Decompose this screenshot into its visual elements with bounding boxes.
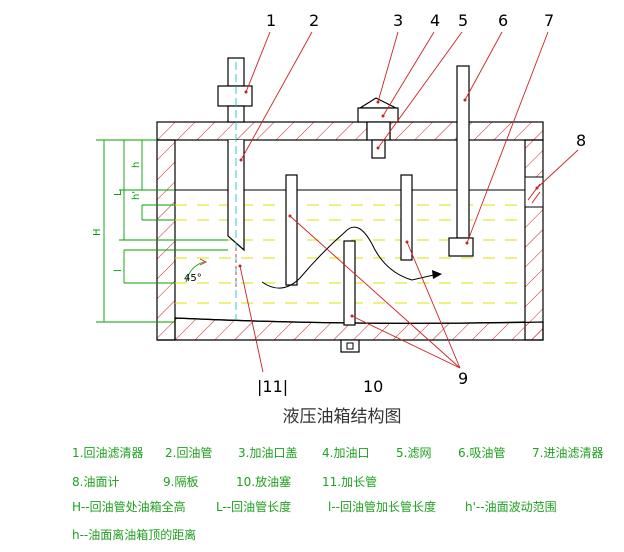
leader-lines xyxy=(239,31,579,373)
part-number-5: 5 xyxy=(458,11,468,30)
dimension-h-prime: h' xyxy=(131,191,142,200)
legend-item: 3.加油口盖 xyxy=(238,446,297,460)
drain-plug xyxy=(340,339,360,353)
part-number-2: 2 xyxy=(309,11,319,30)
legend-item: 11.加长管 xyxy=(322,474,377,489)
dimension-h: h xyxy=(131,162,142,168)
diagram-title: 液压油箱结构图 xyxy=(283,407,402,427)
part-number-6: 6 xyxy=(498,11,508,30)
legend-item: 8.油面计 xyxy=(72,475,119,489)
tank-right-wall xyxy=(524,139,544,341)
part-number-11: |11| xyxy=(257,377,288,396)
dimension-l: l xyxy=(113,269,124,272)
legend: 1.回油滤清器 2.回油管 3.加油口盖 4.加油口 5.滤网 6.吸油管 7.… xyxy=(72,445,603,542)
dimension-lines xyxy=(96,139,228,323)
baffles xyxy=(285,174,413,326)
part-number-7: 7 xyxy=(544,11,554,30)
legend-item: L--回油管长度 xyxy=(216,499,291,514)
legend-item: l--回油管加长管长度 xyxy=(328,499,436,514)
suction-pipe xyxy=(456,65,470,239)
legend-item: 4.加油口 xyxy=(322,446,369,460)
return-oil-filter xyxy=(217,57,253,107)
dimension-L: L xyxy=(113,190,124,196)
legend-item: 10.放油塞 xyxy=(236,474,291,489)
legend-item: 7.进油滤清器 xyxy=(532,446,603,460)
legend-item: 2.回油管 xyxy=(165,445,212,460)
baffle-bottom xyxy=(343,240,356,326)
legend-item: 5.滤网 xyxy=(396,446,431,460)
legend-item: h--油面离油箱顶的距离 xyxy=(72,527,196,542)
filler-assembly xyxy=(357,97,399,159)
legend-item: H--回油管处油箱全高 xyxy=(72,499,186,514)
inlet-oil-filter xyxy=(448,237,474,257)
dimension-H: H xyxy=(92,228,103,236)
oil-flow-path xyxy=(261,226,442,289)
suction-pipe-assembly xyxy=(448,65,474,257)
part-number-1: 1 xyxy=(266,11,276,30)
legend-item: 1.回油滤清器 xyxy=(72,446,143,460)
legend-item: 6.吸油管 xyxy=(458,445,505,460)
baffle-left xyxy=(285,174,298,286)
leader-dots xyxy=(238,90,539,318)
tank-top-wall-left xyxy=(156,121,368,141)
angle-label: 45° xyxy=(184,273,202,284)
return-oil-pipe xyxy=(227,62,245,320)
filler-cap-body xyxy=(357,107,399,123)
part-number-4: 4 xyxy=(430,11,440,30)
filler-port xyxy=(366,121,391,141)
baffle-right xyxy=(400,174,413,261)
part-number-8: 8 xyxy=(576,131,586,150)
part-number-10: 10 xyxy=(363,377,383,396)
legend-item: 9.隔板 xyxy=(163,475,198,489)
legend-item: h'--油面波动范围 xyxy=(465,500,557,514)
part-number-labels: 1 2 3 4 5 6 7 8 9 10 |11| xyxy=(257,11,586,396)
dimension-labels: H L h h' l 45° xyxy=(92,162,202,284)
part-number-9: 9 xyxy=(458,369,468,388)
part-number-3: 3 xyxy=(393,11,403,30)
